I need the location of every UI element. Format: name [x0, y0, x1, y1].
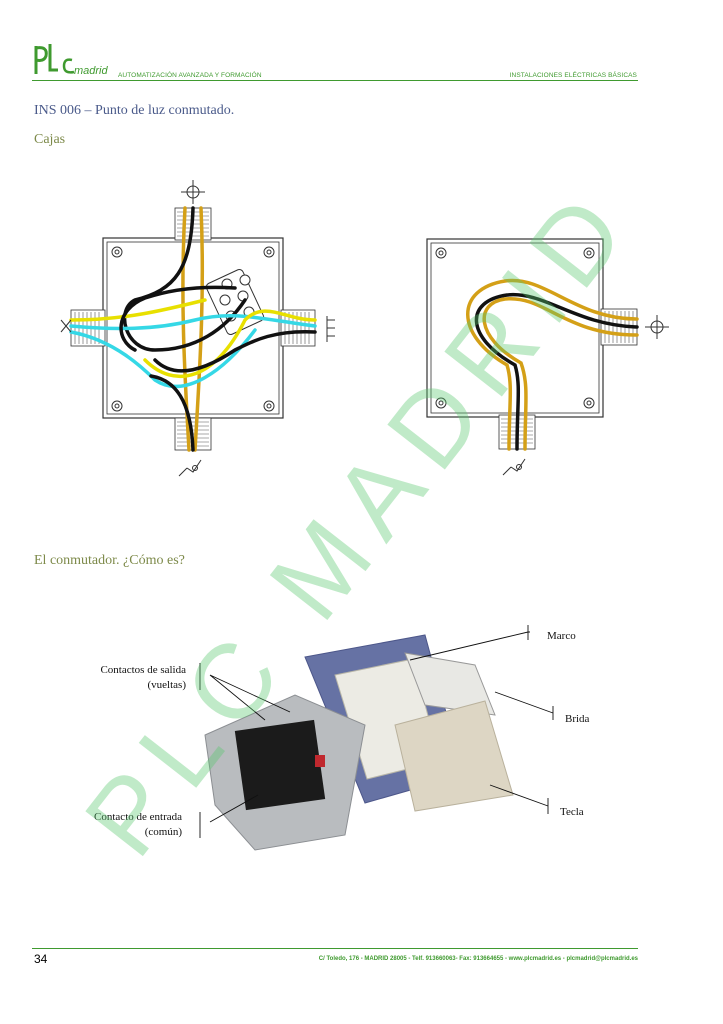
header-section: INSTALACIONES ELÉCTRICAS BÁSICAS [509, 72, 637, 79]
conmutador-heading: El conmutador. ¿Cómo es? [34, 553, 185, 568]
switch-photo [195, 615, 535, 865]
junction-box-diagram-right [395, 225, 685, 485]
label-contacto-entrada: Contacto de entrada (común) [66, 810, 182, 840]
footer-contact: C/ Toledo, 176 - MADRID 28005 - Telf. 91… [318, 956, 638, 962]
svg-text:madrid: madrid [74, 65, 109, 77]
label-contactos-salida: Contactos de salida (vueltas) [80, 663, 186, 693]
label-contactos-salida-line2: (vueltas) [147, 679, 186, 691]
page-number: 34 [34, 952, 48, 966]
cajas-heading: Cajas [34, 132, 66, 147]
label-tecla: Tecla [560, 806, 584, 818]
label-brida: Brida [565, 713, 590, 725]
footer-rule [32, 948, 638, 949]
label-contactos-salida-line1: Contactos de salida [100, 664, 186, 676]
label-marco: Marco [547, 630, 576, 642]
label-contacto-entrada-line1: Contacto de entrada [94, 811, 182, 823]
junction-box-diagram-left [55, 180, 355, 480]
logo: madrid [32, 40, 127, 78]
page-title: INS 006 – Punto de luz conmutado. [34, 103, 235, 118]
header-tagline: AUTOMATIZACIÓN AVANZADA Y FORMACIÓN [118, 72, 262, 79]
header-rule [32, 80, 638, 81]
label-contacto-entrada-line2: (común) [144, 826, 182, 838]
plc-logo-icon: madrid [34, 44, 109, 77]
